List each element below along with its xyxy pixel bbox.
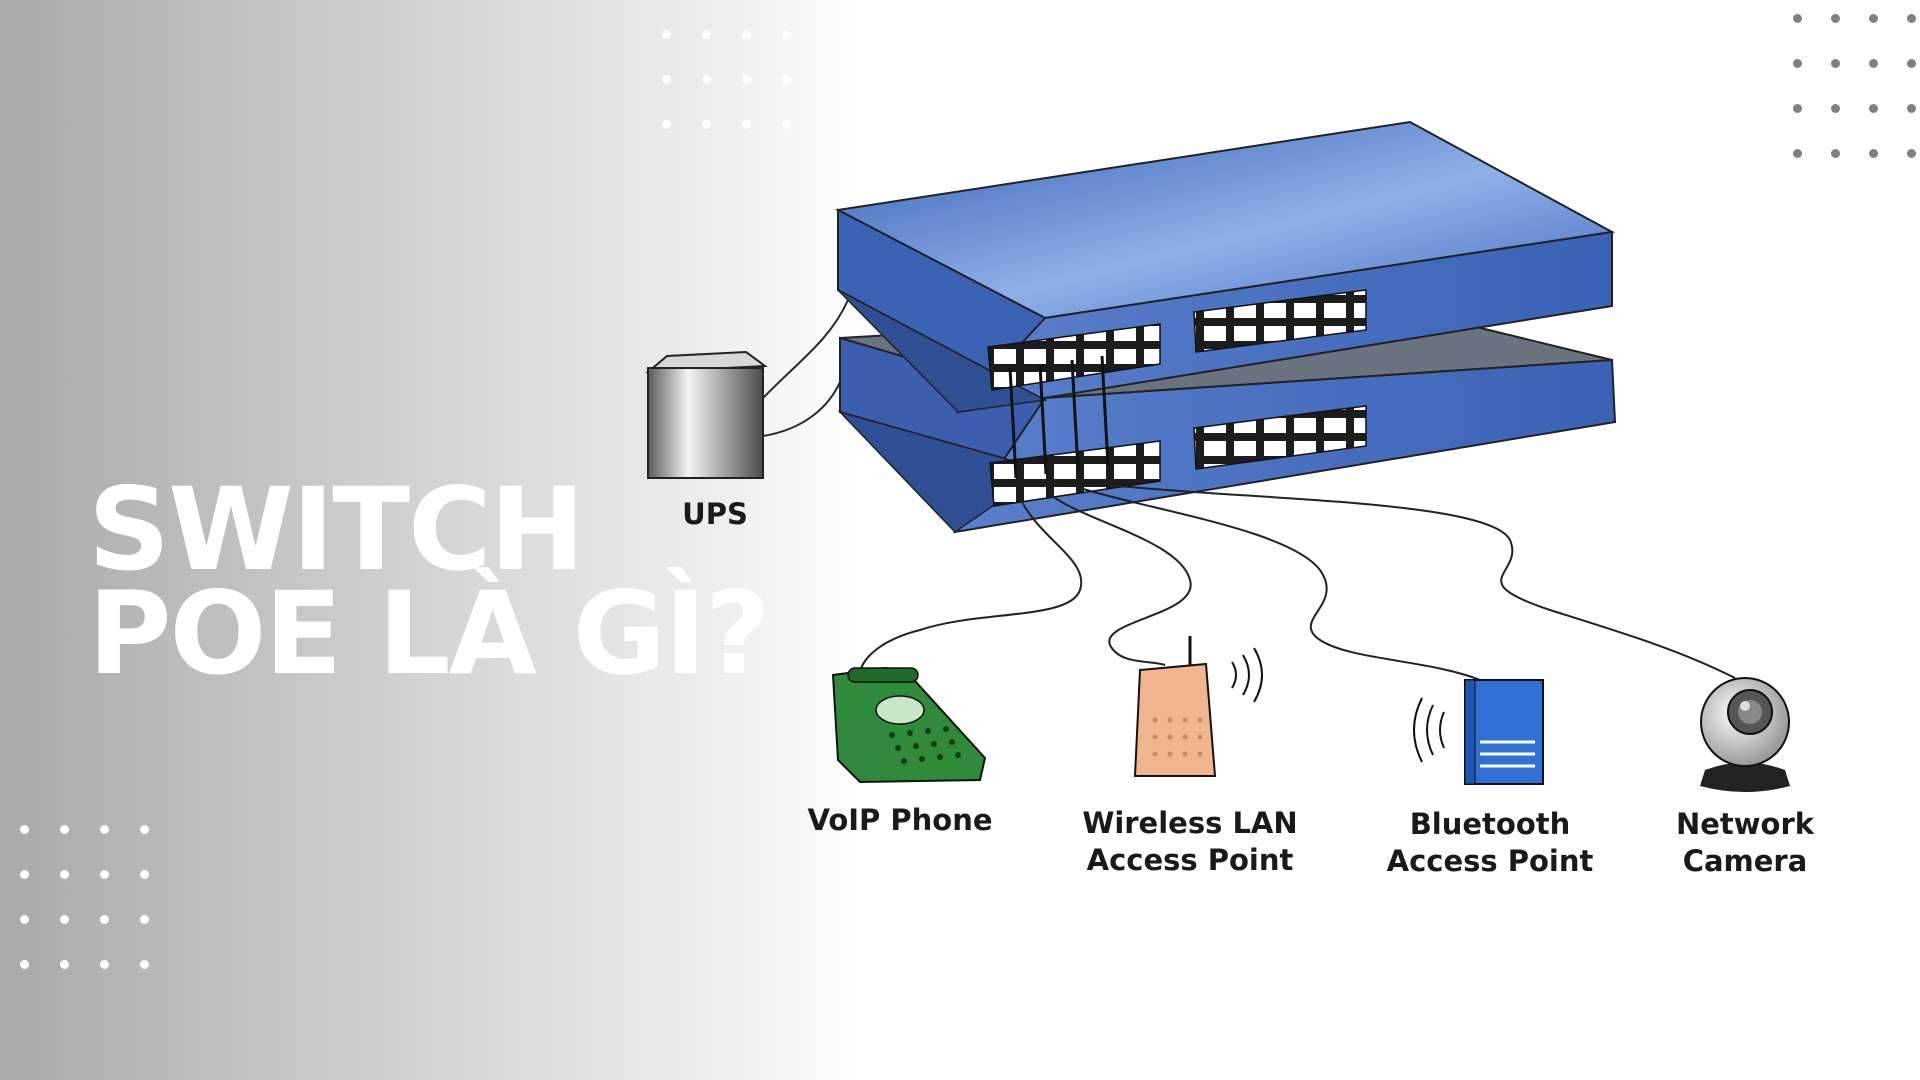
voip-phone-icon	[831, 666, 987, 784]
page-title: SWITCH POE LÀ GÌ?	[88, 463, 771, 700]
voip-phone-label: VoIP Phone	[807, 803, 993, 837]
ups-label: UPS	[682, 497, 748, 531]
decorative-dot-grid-bottom-left	[20, 825, 149, 969]
ups-power-cables	[762, 299, 849, 437]
wifi-signal-icon	[1231, 647, 1263, 703]
patch-cables	[1008, 355, 1110, 479]
title-line-2: POE LÀ GÌ?	[88, 567, 771, 700]
wireless-access-point-icon	[1133, 636, 1263, 777]
network-camera-icon	[1700, 677, 1790, 792]
bluetooth-access-point-label: Bluetooth Access Point	[1386, 807, 1594, 878]
bluetooth-access-point-icon	[1413, 679, 1544, 785]
title-line-1: SWITCH	[88, 463, 585, 596]
network-camera-label: Network Camera	[1675, 807, 1815, 878]
ups-icon	[645, 350, 768, 479]
wireless-lan-access-point-label: Wireless LAN Access Point	[1082, 806, 1298, 877]
decorative-dot-grid-top-right	[1793, 14, 1916, 158]
device-cables	[859, 484, 1736, 681]
decorative-dot-grid-top-center	[662, 30, 791, 129]
bluetooth-signal-icon	[1413, 697, 1445, 763]
switch-ports	[987, 289, 1367, 507]
